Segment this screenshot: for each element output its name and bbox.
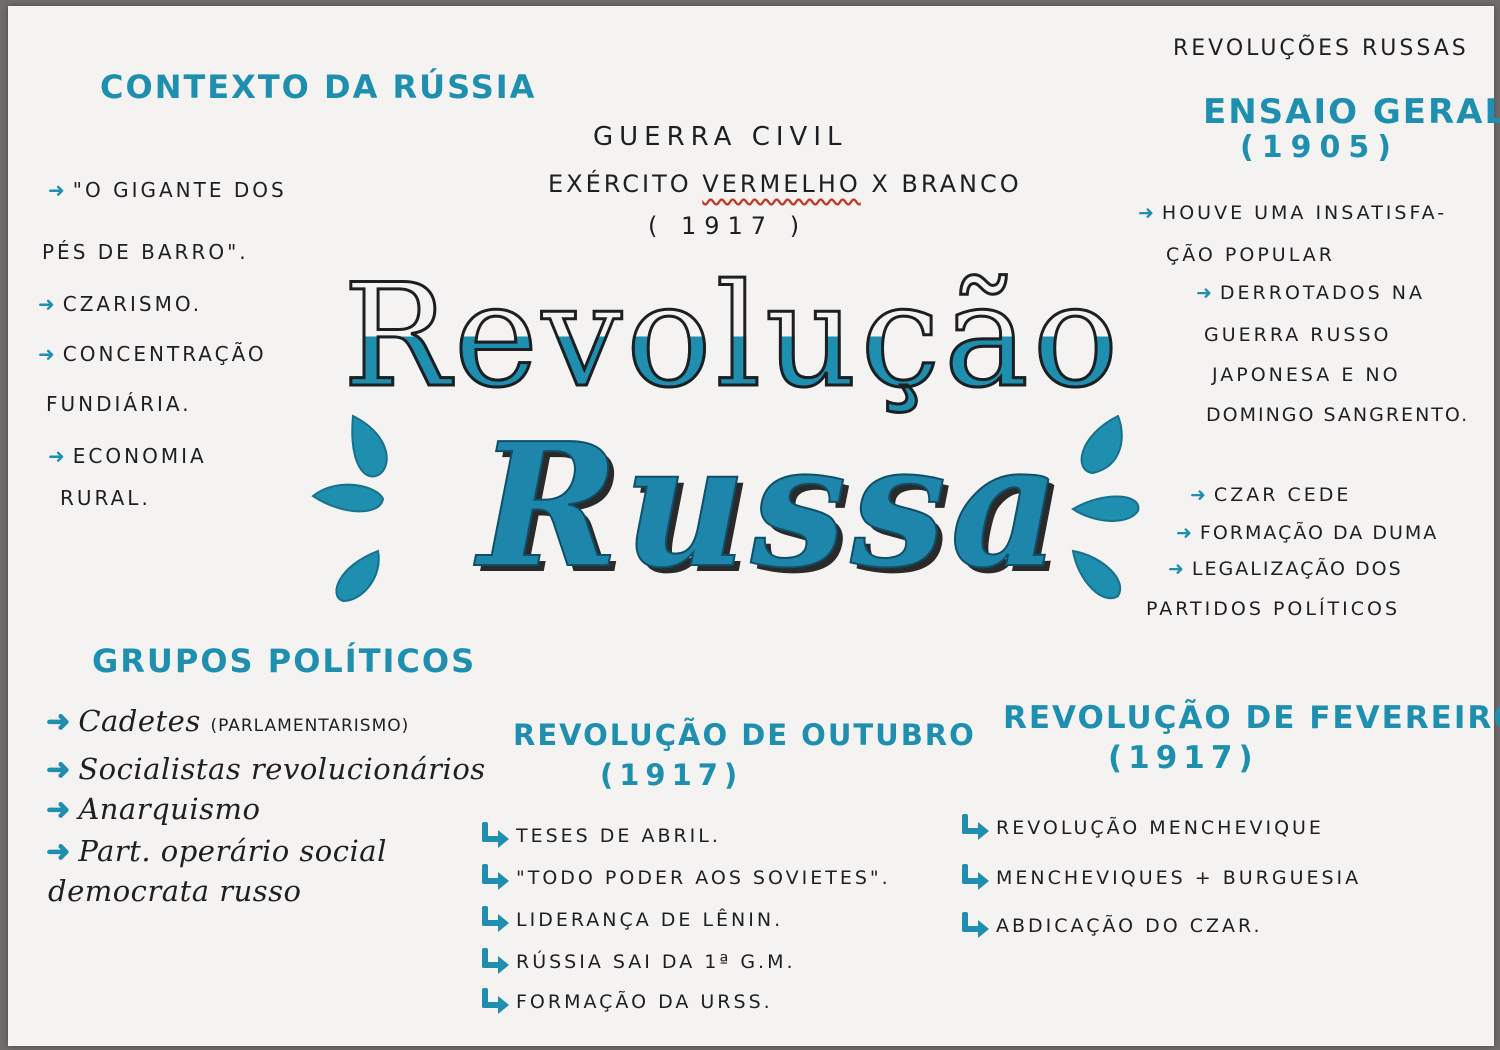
arrow-icon: ➜ bbox=[1190, 484, 1206, 506]
civil-war-armies: Exército Vermelho x Branco bbox=[548, 170, 1022, 198]
ensaio-item: ➜Derrotados na bbox=[1196, 282, 1425, 304]
turn-arrow-icon bbox=[960, 912, 989, 938]
grupos-item-cont: democrata russo bbox=[48, 874, 302, 908]
outubro-item: "Todo poder aos sovietes". bbox=[480, 864, 891, 890]
turn-arrow-icon bbox=[480, 948, 509, 974]
context-item-cont: fundiária. bbox=[46, 392, 192, 416]
fevereiro-item: Mencheviques + burguesia bbox=[960, 864, 1361, 890]
arrow-icon: ➜ bbox=[48, 178, 65, 202]
grupos-item: ➜Part. operário social bbox=[46, 834, 387, 868]
turn-arrow-icon bbox=[480, 906, 509, 932]
main-title-revolucao: Revolução bbox=[341, 253, 1123, 421]
arrow-icon: ➜ bbox=[46, 834, 71, 868]
arrow-icon: ➜ bbox=[48, 444, 65, 468]
context-item-cont: pés de barro". bbox=[42, 240, 249, 264]
arrow-icon: ➜ bbox=[1168, 558, 1184, 580]
ensaio-item: ➜Houve uma insatisfa- bbox=[1138, 202, 1448, 224]
fevereiro-item: Abdicação do czar. bbox=[960, 912, 1263, 938]
fevereiro-heading: Revolução de Fevereiro bbox=[1003, 700, 1500, 736]
turn-arrow-icon bbox=[480, 988, 509, 1014]
context-item: ➜Concentração bbox=[38, 342, 267, 366]
ensaio-item: ➜Czar cede bbox=[1190, 484, 1352, 506]
arrow-icon: ➜ bbox=[46, 704, 71, 738]
context-item: ➜"O gigante dos bbox=[48, 178, 287, 202]
right-droplets-icon bbox=[1071, 414, 1140, 600]
ensaio-item-cont: partidos políticos bbox=[1146, 598, 1401, 620]
outubro-item: Rússia sai da 1ª G.M. bbox=[480, 948, 796, 974]
context-item: ➜Czarismo. bbox=[38, 292, 203, 316]
context-item: ➜Economia bbox=[48, 444, 207, 468]
ensaio-item: ➜Legalização dos bbox=[1168, 558, 1403, 580]
ensaio-heading: Ensaio Geral bbox=[1203, 92, 1500, 132]
turn-arrow-icon bbox=[480, 864, 509, 890]
ensaio-item: ➜Formação da Duma bbox=[1176, 522, 1439, 544]
civil-war-prefix: Exército bbox=[548, 170, 692, 198]
ensaio-item-cont: domingo sangrento. bbox=[1206, 404, 1470, 426]
civil-war-red: Vermelho bbox=[702, 170, 861, 198]
context-heading: Contexto da Rússia bbox=[100, 68, 537, 106]
outubro-item: Formação da URSS. bbox=[480, 988, 773, 1014]
turn-arrow-icon bbox=[960, 864, 989, 890]
ensaio-item-cont: japonesa e no bbox=[1212, 364, 1401, 386]
grupos-item: ➜Cadetes (Parlamentarismo) bbox=[46, 704, 410, 738]
fevereiro-item: Revolução menchevique bbox=[960, 814, 1324, 840]
outubro-year: (1917) bbox=[600, 758, 744, 792]
page-top-label: Revoluções Russas bbox=[1173, 36, 1469, 61]
civil-war-title: Guerra Civil bbox=[593, 122, 848, 152]
ensaio-item-cont: guerra russo bbox=[1204, 324, 1392, 346]
fevereiro-year: (1917) bbox=[1108, 740, 1259, 776]
civil-war-suffix: x Branco bbox=[871, 170, 1022, 198]
grupos-item: ➜Anarquismo bbox=[46, 792, 261, 826]
main-title-russa: Russa bbox=[477, 405, 1065, 607]
arrow-icon: ➜ bbox=[1138, 202, 1154, 224]
outubro-heading: Revolução de Outubro bbox=[513, 718, 976, 752]
turn-arrow-icon bbox=[960, 814, 989, 840]
outubro-item: Teses de Abril. bbox=[480, 822, 721, 848]
context-item-cont: rural. bbox=[60, 486, 151, 510]
grupos-heading: Grupos Políticos bbox=[92, 642, 477, 680]
turn-arrow-icon bbox=[480, 822, 509, 848]
ensaio-year: (1905) bbox=[1240, 130, 1399, 165]
arrow-icon: ➜ bbox=[1196, 282, 1212, 304]
civil-war-year: ( 1917 ) bbox=[648, 212, 808, 240]
ensaio-item-cont: ção popular bbox=[1166, 244, 1335, 266]
arrow-icon: ➜ bbox=[38, 292, 55, 316]
notebook-page: Revoluções Russas Contexto da Rússia ➜"O… bbox=[8, 6, 1500, 1046]
left-droplets-icon bbox=[311, 414, 388, 603]
arrow-icon: ➜ bbox=[46, 752, 71, 786]
arrow-icon: ➜ bbox=[38, 342, 55, 366]
outubro-item: Liderança de Lênin. bbox=[480, 906, 783, 932]
arrow-icon: ➜ bbox=[46, 792, 71, 826]
grupos-item: ➜Socialistas revolucionários bbox=[46, 752, 486, 786]
arrow-icon: ➜ bbox=[1176, 522, 1192, 544]
